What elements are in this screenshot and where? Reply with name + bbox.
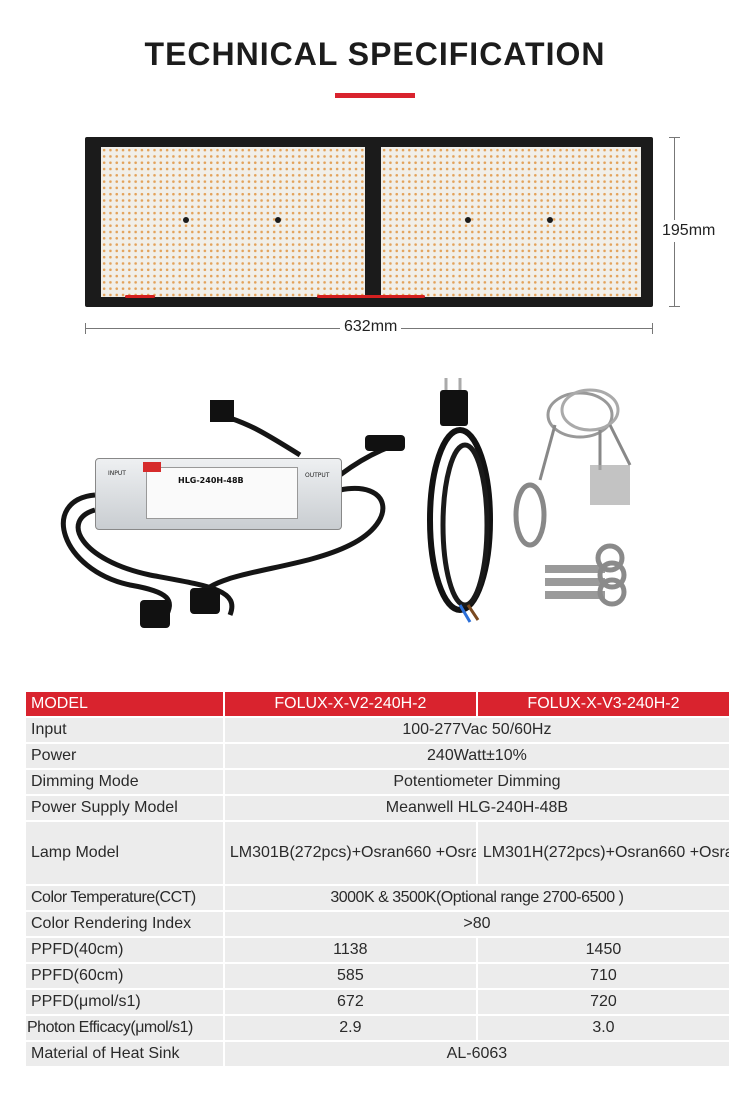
red-wire <box>317 295 387 298</box>
table-row: Color Rendering Index >80 <box>26 912 729 936</box>
table-row: Material of Heat Sink AL-6063 <box>26 1042 729 1066</box>
driver-input-label: INPUT <box>108 470 126 477</box>
row-label: PPFD(60cm) <box>26 964 223 988</box>
meanwell-driver <box>95 458 342 530</box>
row-label: PPFD(40cm) <box>26 938 223 962</box>
row-value-v3: 1450 <box>477 938 729 962</box>
driver-model-label: HLG-240H-48B <box>178 476 244 485</box>
table-row: PPFD(60cm) 585 710 <box>26 964 729 988</box>
row-value-v3: 710 <box>477 964 729 988</box>
row-value: Meanwell HLG-240H-48B <box>224 796 729 820</box>
row-label: PPFD(μmol/s1) <box>26 990 223 1014</box>
table-row: Color Temperature(CCT) 3000K & 3500K(Opt… <box>26 886 729 910</box>
row-label: Dimming Mode <box>26 770 223 794</box>
row-value-v2: 672 <box>224 990 476 1014</box>
mount-hole <box>547 217 553 223</box>
meanwell-logo-icon <box>143 462 161 472</box>
row-value-v2: 1138 <box>224 938 476 962</box>
row-label: Material of Heat Sink <box>26 1042 223 1066</box>
mount-hole <box>465 217 471 223</box>
table-row: PPFD(μmol/s1) 672 720 <box>26 990 729 1014</box>
table-row: Input 100-277Vac 50/60Hz <box>26 718 729 742</box>
width-dimension: 632mm <box>340 318 402 336</box>
row-value: AL-6063 <box>224 1042 729 1066</box>
title-underline <box>335 93 415 98</box>
row-label: Color Rendering Index <box>26 912 223 936</box>
row-label: Input <box>26 718 223 742</box>
header-model-v3: FOLUX-X-V3-240H-2 <box>477 692 729 716</box>
table-row: Lamp Model LM301B(272pcs)+Osran660 +Osra… <box>26 822 729 884</box>
height-dimension: 195mm <box>662 220 716 242</box>
row-label: Photon Efficacy(μmol/s1) <box>26 1016 223 1040</box>
header-model-v2: FOLUX-X-V2-240H-2 <box>224 692 476 716</box>
row-value-v2: LM301B(272pcs)+Osran660 +Osran730+Red660… <box>224 822 476 884</box>
row-value: 100-277Vac 50/60Hz <box>224 718 729 742</box>
red-wire <box>125 295 155 298</box>
row-value-v3: LM301H(272pcs)+Osran660 +Osran730+Red660… <box>477 822 729 884</box>
mount-hole <box>275 217 281 223</box>
mount-hole <box>183 217 189 223</box>
row-label: Power Supply Model <box>26 796 223 820</box>
red-wire <box>385 295 425 298</box>
row-value-v3: 720 <box>477 990 729 1014</box>
table-row: Power 240Watt±10% <box>26 744 729 768</box>
row-label: Lamp Model <box>26 822 223 884</box>
accessories-image <box>60 378 632 628</box>
table-row: Dimming Mode Potentiometer Dimming <box>26 770 729 794</box>
driver-label-plate <box>146 467 298 519</box>
row-value-v2: 2.9 <box>224 1016 476 1040</box>
row-value: Potentiometer Dimming <box>224 770 729 794</box>
led-board-left <box>101 147 365 297</box>
table-row: Photon Efficacy(μmol/s1) 2.9 3.0 <box>26 1016 729 1040</box>
led-board-right <box>381 147 641 297</box>
spec-table: MODEL FOLUX-X-V2-240H-2 FOLUX-X-V3-240H-… <box>24 690 731 1068</box>
row-value: 3000K & 3500K(Optional range 2700-6500 ) <box>224 886 729 910</box>
table-header-row: MODEL FOLUX-X-V2-240H-2 FOLUX-X-V3-240H-… <box>26 692 729 716</box>
page-title: TECHNICAL SPECIFICATION <box>144 36 606 72</box>
row-label: Color Temperature(CCT) <box>26 886 223 910</box>
driver-output-label: OUTPUT <box>305 472 330 479</box>
row-value-v3: 3.0 <box>477 1016 729 1040</box>
table-row: PPFD(40cm) 1138 1450 <box>26 938 729 962</box>
table-row: Power Supply Model Meanwell HLG-240H-48B <box>26 796 729 820</box>
row-value: >80 <box>224 912 729 936</box>
row-label: Power <box>26 744 223 768</box>
header-label: MODEL <box>26 692 223 716</box>
row-value-v2: 585 <box>224 964 476 988</box>
row-value: 240Watt±10% <box>224 744 729 768</box>
led-board-image <box>85 137 653 307</box>
